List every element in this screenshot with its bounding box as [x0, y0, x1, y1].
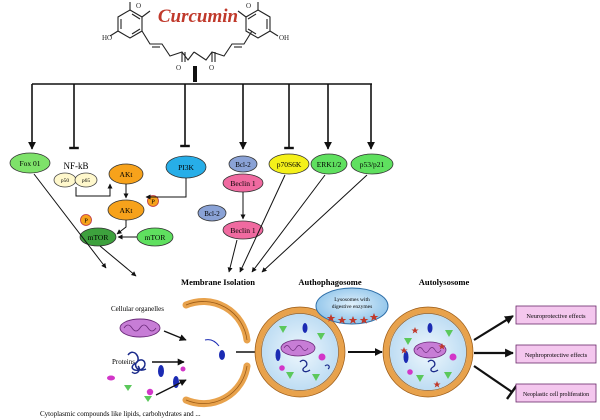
- svg-text:Fox 01: Fox 01: [19, 159, 40, 168]
- svg-text:Beclin 1: Beclin 1: [230, 226, 255, 235]
- stage-autophagosome: Authophagosome: [298, 277, 362, 287]
- svg-text:O: O: [136, 2, 141, 10]
- svg-text:OH: OH: [279, 34, 289, 42]
- node-p53: p53/p21: [350, 153, 394, 175]
- node-fox01: Fox 01: [9, 152, 51, 174]
- autolysosome: [382, 306, 474, 398]
- label-cellular-organelles: Cellular organelles: [111, 305, 164, 313]
- carbohydrate-icon: [144, 396, 152, 402]
- phagophore: [182, 297, 263, 408]
- node-mtor-right: mTOR: [136, 227, 174, 247]
- node-beclin-top: Beclin 1: [222, 173, 264, 193]
- node-mtor-left: mTOR: [79, 227, 117, 247]
- svg-text:mTOR: mTOR: [145, 233, 166, 242]
- atom-labels: O HO O O O OH: [102, 2, 289, 72]
- node-bcl2-bottom: Bcl-2: [197, 204, 227, 222]
- enzyme-stars: [326, 313, 379, 324]
- branch-lines: [28, 83, 375, 150]
- node-erk: ERK1/2: [310, 153, 348, 175]
- lipid-icon: [107, 375, 115, 381]
- node-p70s6k: p70S6K: [268, 153, 310, 175]
- node-pi3k: PI3K: [165, 155, 207, 179]
- svg-text:Bcl-2: Bcl-2: [235, 161, 251, 169]
- node-akt-top: AKt: [108, 163, 144, 185]
- organelle-icon: [119, 318, 161, 338]
- protein-blob-icon: [158, 365, 164, 377]
- node-akt-mid: AKt: [107, 199, 145, 221]
- cargo-arrows: [152, 330, 187, 396]
- svg-text:AKt: AKt: [120, 170, 134, 179]
- autophagosome: [254, 306, 346, 398]
- node-p50: p50: [53, 172, 77, 188]
- svg-text:O: O: [209, 64, 214, 72]
- signaling-arrows: [75, 178, 246, 240]
- carbohydrate-icon: [124, 385, 132, 391]
- svg-text:HO: HO: [102, 34, 112, 42]
- svg-text:Nephroprotective effects: Nephroprotective effects: [525, 352, 588, 359]
- phospho-marker-mtor: P: [80, 214, 92, 226]
- svg-text:P: P: [151, 199, 155, 206]
- svg-text:Beclin 1: Beclin 1: [230, 179, 255, 188]
- node-beclin-bottom: Beclin 1: [222, 220, 264, 240]
- label-nfkb: NF-kB: [63, 161, 88, 171]
- svg-text:p65: p65: [82, 178, 91, 184]
- curcumin-structure: [109, 2, 279, 62]
- lipid-icon: [180, 366, 186, 372]
- svg-text:ERK1/2: ERK1/2: [317, 160, 342, 169]
- effect-nephroprotective: Nephroprotective effects: [515, 344, 597, 364]
- svg-text:mTOR: mTOR: [88, 233, 109, 242]
- svg-text:O: O: [246, 2, 251, 10]
- diagram-title: Curcumin: [158, 6, 238, 27]
- svg-text:O: O: [176, 64, 181, 72]
- svg-text:p70S6K: p70S6K: [277, 160, 302, 169]
- svg-text:Neoplastic cell proliferation: Neoplastic cell proliferation: [523, 391, 589, 398]
- svg-text:AKt: AKt: [120, 206, 134, 215]
- stage-autolysosome: Autolysosome: [419, 277, 470, 287]
- lipid-icon: [146, 388, 154, 396]
- label-proteins: Proteins: [112, 358, 135, 366]
- effect-neuroprotective: Neuroprotective effects: [515, 305, 597, 325]
- svg-text:P: P: [84, 218, 88, 225]
- lysosome: Lysosomes with digestive enzymes: [315, 287, 389, 325]
- svg-text:p53/p21: p53/p21: [360, 160, 385, 169]
- protein-icon: [127, 351, 147, 375]
- node-p65: p65: [74, 172, 98, 188]
- lysosome-label-1: Lysosomes with: [334, 297, 370, 303]
- svg-text:PI3K: PI3K: [178, 163, 194, 172]
- effect-neoplastic-proliferation: Neoplastic cell proliferation: [515, 383, 597, 403]
- stage-membrane-isolation: Membrane Isolation: [181, 277, 255, 287]
- outcome-arrows: [473, 315, 518, 400]
- svg-text:p50: p50: [61, 178, 70, 184]
- svg-text:Bcl-2: Bcl-2: [204, 210, 220, 218]
- svg-text:Neuroprotective effects: Neuroprotective effects: [526, 313, 586, 320]
- lysosome-label-2: digestive enzymes: [332, 304, 372, 310]
- node-bcl2-top: Bcl-2: [228, 155, 258, 173]
- label-cytoplasmic-compounds: Cytoplasmic compounds like lipids, carbo…: [40, 410, 201, 418]
- convergence-arrows: [33, 173, 368, 277]
